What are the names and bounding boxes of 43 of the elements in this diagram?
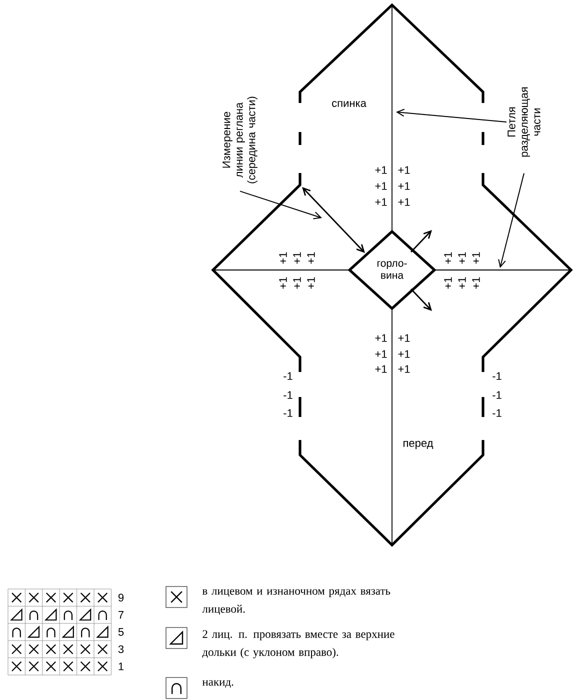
stitch-count: +1 (458, 252, 466, 264)
row-number: 1 (118, 662, 124, 670)
stitch-count: +1 (398, 198, 410, 206)
leader-arrow (396, 108, 507, 122)
stitch-count: +1 (293, 277, 301, 289)
part-label: перед (404, 440, 434, 450)
leader-arrow (498, 172, 524, 268)
stitch-count: +1 (472, 277, 480, 289)
stitch-count: +1 (307, 277, 315, 289)
part-label: спинка (332, 100, 366, 107)
stitch-count: -1 (284, 409, 292, 417)
stitch-count: -1 (492, 409, 502, 417)
legend-text: в лицевом и изнаночном рядах вязать лицевой. (202, 589, 390, 615)
row-number: 5 (118, 628, 124, 636)
stitch-count: +1 (293, 252, 301, 264)
stitch-count: +1 (398, 350, 410, 358)
row-number: 3 (118, 645, 124, 654)
stitch-count: +1 (375, 350, 387, 358)
stitch-count: +1 (375, 182, 387, 190)
stitch-count: +1 (472, 252, 480, 264)
stitch-count: -1 (492, 372, 502, 380)
annotation-text: Петля разделяющая части (508, 87, 540, 157)
stitch-count: +1 (375, 166, 387, 174)
stitch-count: +1 (375, 334, 387, 342)
stitch-count: +1 (375, 365, 387, 373)
stitch-count: +1 (398, 182, 410, 190)
legend-text: накид. (202, 680, 234, 688)
row-number: 9 (118, 594, 124, 602)
stitch-count: -1 (492, 391, 502, 399)
stitch-count: +1 (398, 166, 410, 174)
stitch-count: +1 (279, 277, 287, 289)
stitch-count: +1 (398, 365, 410, 373)
annotation-text: Измерение линии реглана (середина части) (222, 96, 258, 184)
stitch-count: -1 (284, 391, 292, 399)
leader-arrow (240, 190, 322, 220)
stitch-count: -1 (284, 372, 292, 380)
stitch-count: +1 (307, 252, 315, 264)
stitch-count: +1 (375, 198, 387, 206)
stitch-count: +1 (279, 252, 287, 264)
stitch-count: +1 (398, 334, 410, 342)
legend-text: 2 лиц. п. провязать вместе за верхние дольки (с уклоном вправо). (202, 630, 394, 658)
stitch-count: +1 (458, 277, 466, 289)
row-number: 7 (118, 611, 124, 619)
